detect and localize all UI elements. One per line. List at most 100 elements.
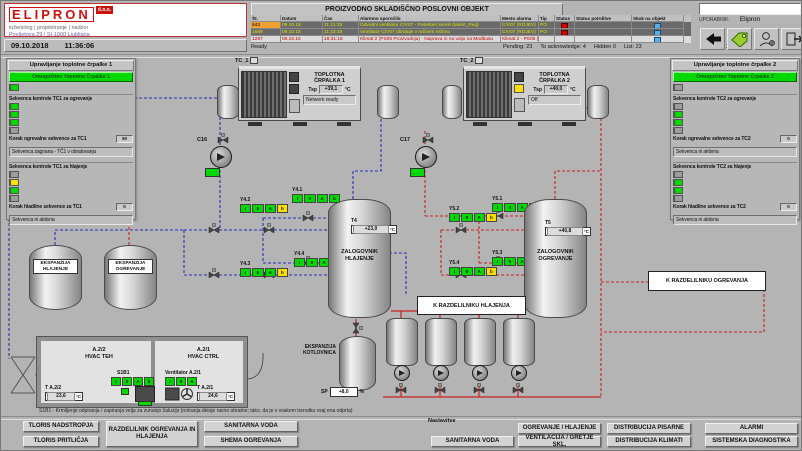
nav-shema-ogrevanja[interactable]: SHEMA OGREVANJA: [204, 436, 298, 447]
hp1-panel-row: Napaka hladilne sekvence toplotne črpalk…: [9, 195, 19, 202]
tag-button[interactable]: [727, 28, 752, 50]
alarm-row[interactable]: 1569 09.10.18 11:43:48 Ventilator C/V07 …: [251, 29, 691, 36]
company-address: Povšetova 29 | SI-1000 Ljubljana: [9, 32, 90, 38]
alarm-row[interactable]: 1297 09.10.18 18:31:16 Klimat 2 (PS05 Pr…: [251, 36, 691, 43]
alarm-table-header: Št. Datum Čas Alarmno sporočilo Mesto al…: [251, 15, 691, 22]
nav-tloris-nadstropja[interactable]: TLORIS NADSTROPJA: [23, 421, 99, 432]
hp1-enable-button[interactable]: Omogočitev Toplotne Črpalke 1: [9, 72, 133, 82]
user-input[interactable]: [699, 3, 801, 15]
nav-sanitarna-voda-shema[interactable]: SANITARNA VODA: [204, 421, 298, 432]
current-date: 09.10.2018: [11, 41, 49, 50]
fancoil-unit: [135, 386, 155, 402]
back-button[interactable]: [700, 28, 725, 50]
small-vessel: [217, 85, 239, 119]
alarm-ack-cell: [575, 22, 632, 29]
tc1-setpoint-value[interactable]: +39,1: [318, 85, 343, 94]
status-indicator: 0: [780, 135, 797, 143]
nav-diagnostika[interactable]: SISTEMSKA DIAGNOSTIKA: [705, 436, 798, 447]
nav-alarmi[interactable]: ALARMI: [705, 423, 798, 434]
hp2-panel-row: Napaka hladilne sekvence toplotne črpalk…: [673, 195, 683, 202]
status-indicator: [10, 119, 19, 126]
room-divider-wall: [151, 341, 155, 403]
boiler-pump[interactable]: [394, 365, 410, 381]
nav-tloris-pritlicja[interactable]: TLORIS PRITLIČJA: [23, 436, 99, 447]
hp2-panel-title: Upravljanje toplotne črpalke 2: [672, 60, 798, 71]
link-cooling-distributor[interactable]: K RAZDELILNIKU HLAJENJA: [417, 296, 526, 315]
boiler-tank: [503, 318, 535, 366]
user-settings-button[interactable]: [754, 28, 779, 50]
fan-icon: [165, 387, 197, 401]
sp-value[interactable]: +8,0: [329, 387, 358, 397]
link-heating-distributor[interactable]: K RAZDELILNIKU OGREVANJA: [648, 271, 766, 291]
temp-a22: T A.2/2 23,6°C: [45, 385, 83, 401]
status-indicator: [674, 127, 683, 134]
hp2-panel-row: Korak ogrevalne sekvence za TČ2 0: [673, 135, 797, 143]
status-indicator: [10, 84, 19, 91]
heat-pump-1-panel: Upravljanje toplotne črpalke 1 Omogočite…: [6, 58, 136, 225]
boiler-pump[interactable]: [472, 365, 488, 381]
sensor-t5: T5 +40,8°C: [545, 220, 591, 236]
ventilator-label: Ventilator A.2/1: [165, 370, 201, 376]
header-divider: [1, 54, 801, 58]
hp1-panel-row: Komanda za zagon toplotne črpalke 1 akti…: [9, 84, 19, 91]
alarm-jump-cell[interactable]: [632, 29, 684, 36]
boiler-pump[interactable]: [511, 365, 527, 381]
hp2-panel-row: Omogočitev hladilne sekvence TČ2: [673, 187, 683, 194]
nav-distribucija-pisarne[interactable]: DISTRIBUCIJA PISARNE: [607, 423, 691, 434]
alarm-status-cell: [555, 22, 575, 29]
hp2-panel-row: Omogočitev zagona ogrevalne sekvence TČ2: [673, 111, 683, 118]
alarm-jump-cell[interactable]: [632, 36, 684, 43]
tag-box-icon: [250, 57, 259, 64]
hp1-panel-row: Omogočitev zagona ogrevalne sekvence TČ2: [9, 111, 19, 118]
alarm-status-cell: [555, 36, 575, 43]
brand-text: ELIPRON: [9, 7, 94, 22]
nav-sanitarna-voda[interactable]: SANITARNA VODA: [431, 436, 514, 447]
nav-ogrevanje-hlajenje[interactable]: OGREVANJE / HLAJENJE: [518, 423, 601, 434]
boiler-pump[interactable]: [433, 365, 449, 381]
ack-count: To acknowledge: 4: [540, 44, 586, 50]
status-indicator: [10, 111, 19, 118]
sp-readout: SP +8,0 %: [321, 387, 365, 397]
warning-indicator: [514, 84, 524, 93]
hp2-panel-row: TČ2 Hladilna sekvenca aktivna: [673, 171, 683, 178]
setpoint-row: Tsp +39,1 °C: [308, 85, 351, 94]
hp2-enable-button[interactable]: Omogočitev Toplotne Črpalke 2: [673, 72, 797, 82]
status-indicator: [674, 84, 683, 91]
status-indicator: [674, 195, 683, 202]
nav-ventilacija[interactable]: VENTILACIJA / GRETJE SKL.: [518, 435, 601, 448]
unit-tag-tc2: TC_2: [460, 57, 484, 64]
hp2-panel-row: Sekvenca ni aktivna: [673, 215, 797, 225]
tc2-setpoint-value[interactable]: +40,0: [543, 85, 568, 94]
nav-distribucija-klimati[interactable]: DISTRIBUCIJA KLIMATI: [607, 436, 691, 447]
nav-razdelilnik[interactable]: RAZDELILNIK OGREVANJA IN HLAJENJA: [106, 421, 198, 447]
hp1-panel-row: Omogočitev ogrevalne sekvence TČ2: [9, 119, 19, 126]
hp2-panel-row: Sekvenca kontrole TČ2 za ogrevanje: [673, 94, 797, 102]
alarm-status-cell: [555, 29, 575, 36]
heat-pump-2-panel: Upravljanje toplotne črpalke 2 Omogočite…: [670, 58, 800, 225]
user-name: Elipron: [739, 16, 761, 23]
pump-c17[interactable]: [415, 146, 437, 168]
alarm-row[interactable]: 643 09.10.18 11:21:33 Odvodni ventilator…: [251, 22, 691, 29]
tc1-status: Network ready: [303, 95, 356, 105]
pump-c16[interactable]: [210, 146, 232, 168]
hp2-panel-row: Omogočitev zagona hladilne sekvence TČ2: [673, 179, 683, 186]
logout-button[interactable]: [781, 28, 801, 50]
alarm-jump-cell[interactable]: [632, 22, 684, 29]
